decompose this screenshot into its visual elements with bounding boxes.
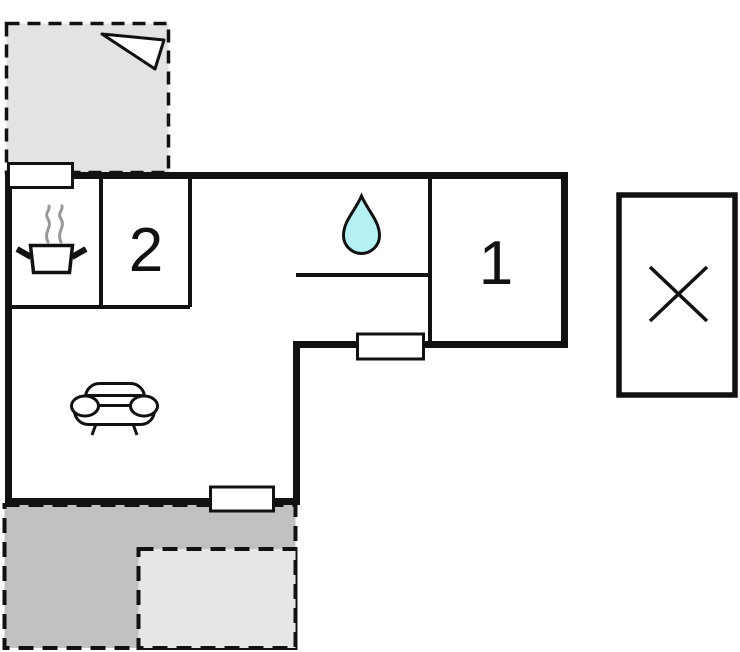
sofa-leg-right: [131, 423, 139, 436]
stove-pot-icon: [15, 204, 88, 275]
annex: [616, 192, 738, 398]
steam-line-right: [58, 204, 64, 244]
direction-arrow-icon: [100, 32, 166, 71]
pot-handle-right: [70, 246, 88, 260]
window-kitchen: [7, 162, 74, 189]
door-living-room: [209, 485, 275, 513]
patio-area-light: [136, 547, 298, 650]
sofa-armrest-right: [129, 394, 159, 418]
cross-icon: [648, 265, 709, 323]
sofa-icon: [70, 382, 159, 436]
water-drop-icon: [341, 192, 382, 255]
sofa-armrest-left: [70, 394, 100, 418]
steam-line-left: [45, 204, 51, 244]
building-outline: [5, 172, 568, 505]
door-hallway: [356, 332, 425, 361]
room-label-bedroom2: 2: [129, 216, 163, 285]
sofa-leg-left: [90, 423, 98, 436]
room-label-bedroom1: 1: [479, 229, 513, 298]
pot-handle-left: [15, 246, 33, 260]
pot-body: [28, 243, 75, 275]
